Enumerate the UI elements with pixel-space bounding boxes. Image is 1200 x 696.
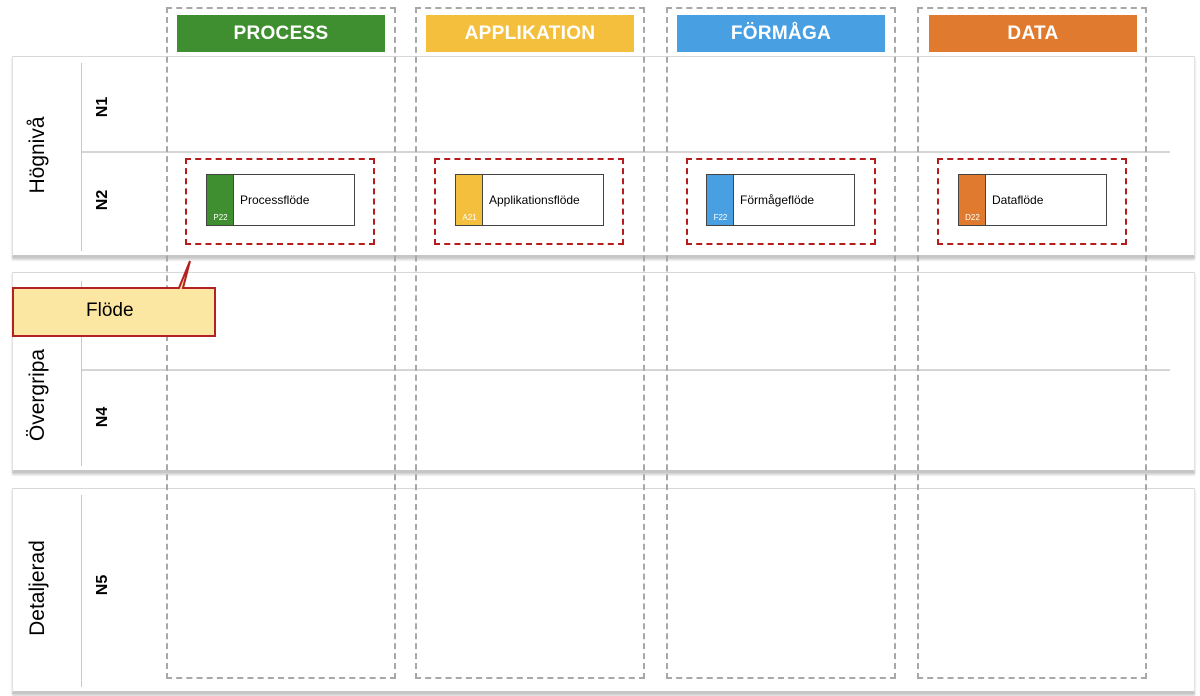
flow-code: A21 [462, 213, 477, 222]
level-label-n5: N5 [94, 574, 111, 596]
flow-card-formaga[interactable]: F22 Förmågeflöde [706, 174, 855, 226]
band-label-hognivå: Högnivå [26, 116, 49, 194]
flow-code-swatch [959, 175, 986, 225]
level-divider-n1-n2 [82, 151, 1170, 153]
callout-label: Flöde [86, 300, 134, 321]
flow-name: Processflöde [240, 193, 310, 207]
flow-highlight-process [185, 158, 375, 245]
level-label-n4: N4 [94, 406, 111, 428]
column-header-data: DATA [929, 15, 1137, 52]
band-label-separator [81, 63, 82, 251]
column-outline-applikation [415, 7, 645, 679]
flow-card-data[interactable]: D22 Dataflöde [958, 174, 1107, 226]
column-header-process: PROCESS [177, 15, 385, 52]
flow-code-swatch [456, 175, 483, 225]
level-label-n2: N2 [94, 189, 111, 211]
flow-code: F22 [713, 213, 728, 222]
band-label-separator [81, 281, 82, 466]
flow-name: Förmågeflöde [740, 193, 815, 207]
column-outline-data [917, 7, 1147, 679]
flow-code: D22 [965, 213, 980, 222]
flow-card-process[interactable]: P22 Processflöde [206, 174, 355, 226]
flow-code: P22 [213, 213, 228, 222]
column-header-applikation: APPLIKATION [426, 15, 634, 52]
level-divider-n3-n4 [82, 369, 1170, 371]
flow-code-swatch [707, 175, 734, 225]
band-label-detaljerad: Detaljerad [26, 540, 49, 636]
column-outline-process [166, 7, 396, 679]
flow-code-swatch [207, 175, 234, 225]
column-outline-formaga [666, 7, 896, 679]
flow-highlight-formaga [686, 158, 876, 245]
flow-card-applikation[interactable]: A21 Applikationsflöde [455, 174, 604, 226]
band-detaljerad [12, 488, 1195, 694]
band-label-separator [81, 495, 82, 687]
flow-highlight-applikation [434, 158, 624, 245]
flow-name: Dataflöde [992, 193, 1044, 207]
level-label-n1: N1 [94, 96, 111, 118]
flow-name: Applikationsflöde [489, 193, 580, 207]
band-label-overgripande: Övergripa [26, 348, 49, 442]
column-header-formaga: FÖRMÅGA [677, 15, 885, 52]
flow-highlight-data [937, 158, 1127, 245]
